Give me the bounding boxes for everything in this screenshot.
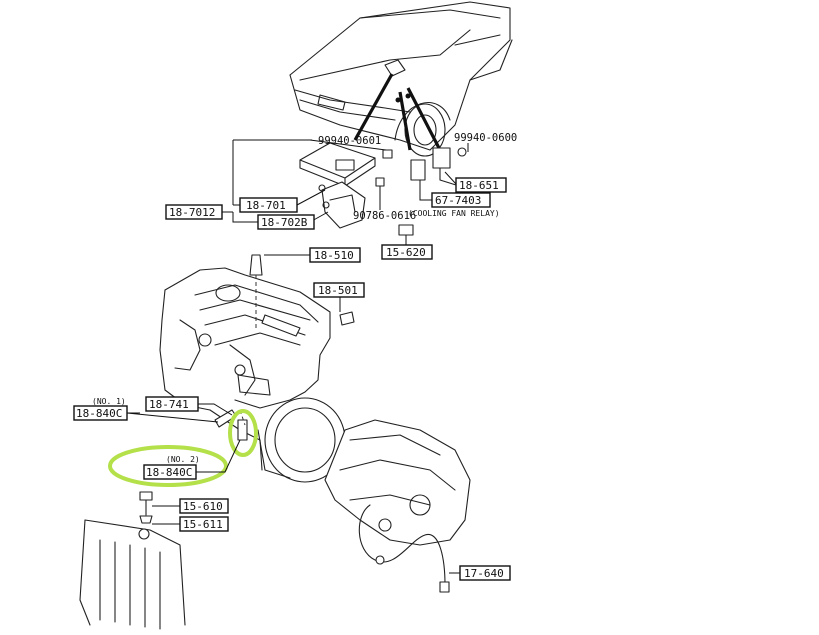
part-label-cooling-fan-relay: (COOLING FAN RELAY) [408,209,500,218]
part-number: 15-611 [183,518,223,531]
car-body-illustration [289,1,513,157]
highlight-label-ring [108,445,228,487]
part-box-18-840c-no1[interactable]: 18-840C [73,405,128,421]
part-box-18-651[interactable]: 18-651 [455,177,507,193]
part-number: 18-701 [246,199,286,212]
part-box-18-7012[interactable]: 18-7012 [165,204,223,220]
part-label-90786-0616: 90786-0616 [353,210,416,222]
part-box-67-7403[interactable]: 67-7403 [431,192,491,208]
leader-lines [125,139,469,574]
control-unit-assembly [299,142,393,229]
part-number: 18-501 [318,284,358,297]
part-number: 18-840C [76,407,122,420]
highlight-sensor-ring [228,409,258,457]
part-box-18-702b[interactable]: 18-702B [257,214,315,230]
label-no-1: (NO. 1) [92,397,126,406]
transaxle-illustration [324,419,471,593]
part-number: 18-651 [459,179,499,192]
label-no-2: (NO. 2) [166,455,200,464]
part-box-18-741[interactable]: 18-741 [145,396,199,412]
part-number: 67-7403 [435,194,481,207]
part-box-18-701[interactable]: 18-701 [239,197,298,213]
part-number: 15-610 [183,500,223,513]
part-label-99940-0600: 99940-0600 [454,132,517,144]
part-number: 15-620 [386,246,426,259]
part-box-18-840c-no2[interactable]: 18-840C [143,464,197,480]
part-number: 18-741 [149,398,189,411]
part-number: 18-840C [146,466,192,479]
part-box-18-510[interactable]: 18-510 [309,247,361,263]
part-number: 17-640 [464,567,504,580]
part-box-15-610[interactable]: 15-610 [179,498,229,514]
part-box-17-640[interactable]: 17-640 [459,565,511,581]
part-box-18-501[interactable]: 18-501 [313,282,365,298]
radiator-illustration [79,491,186,630]
part-number: 18-510 [314,249,354,262]
engine-illustration [159,254,355,483]
part-number: 18-7012 [169,206,215,219]
part-number: 18-702B [261,216,308,229]
part-box-15-620[interactable]: 15-620 [381,244,433,260]
relay-components [398,147,467,236]
part-box-15-611[interactable]: 15-611 [179,516,229,532]
part-label-99940-0601: 99940-0601 [318,135,381,147]
